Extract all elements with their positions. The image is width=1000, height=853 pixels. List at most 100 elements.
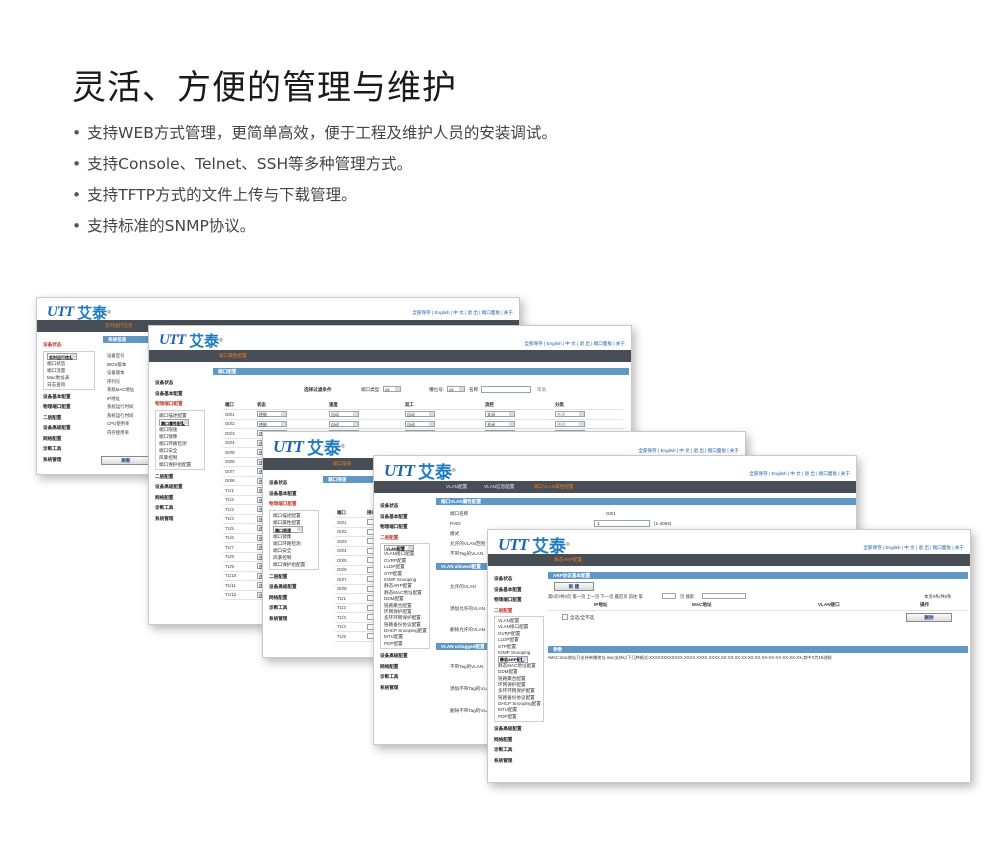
sidebar-group[interactable]: 物理端口配置 [380, 524, 408, 529]
sidebar-item[interactable]: DDM配置 [384, 596, 404, 602]
state-select[interactable]: 使能 [257, 420, 287, 427]
sidebar-item[interactable]: 静态MAC地址配置 [384, 589, 422, 595]
sidebar-group[interactable]: 二层配置 [269, 573, 288, 579]
class-select[interactable]: 普通 [555, 420, 585, 427]
sidebar-item[interactable]: Mac地址表 [47, 374, 70, 380]
sidebar-item[interactable]: 多环环网保护配置 [498, 688, 535, 694]
sidebar-group[interactable]: 设备状态 [155, 380, 174, 385]
sidebar-group-layer2[interactable]: 二层配置 [494, 607, 513, 613]
sidebar-item[interactable]: STP配置 [498, 643, 517, 649]
sidebar-group[interactable]: 设备状态 [494, 576, 513, 581]
sidebar-item[interactable]: 端口状态 [47, 360, 66, 366]
sidebar-item[interactable]: 日志查询 [47, 381, 66, 387]
sidebar-item[interactable]: 端口安全 [159, 447, 178, 453]
speed-select[interactable]: 自动 [329, 411, 359, 418]
class-select[interactable]: 普通 [555, 411, 585, 418]
sidebar-group[interactable]: 网络配置 [43, 435, 62, 441]
sidebar-group[interactable]: 系统管理 [494, 757, 513, 763]
sidebar-item[interactable]: VLAN接口配置 [384, 551, 415, 557]
page-input[interactable] [662, 593, 676, 599]
sidebar-item[interactable]: IGMP Snooping [384, 576, 417, 582]
pvid-input[interactable]: 1 [594, 520, 650, 527]
sidebar-item[interactable]: 环网保护配置 [384, 608, 412, 614]
sidebar-group[interactable]: 系统管理 [43, 456, 62, 462]
sidebar-item[interactable]: DDM配置 [498, 669, 518, 675]
sidebar-group[interactable]: 设备高级配置 [43, 425, 71, 430]
sidebar-item[interactable]: 端口环路检测 [159, 440, 187, 446]
port-type-select[interactable]: All [383, 386, 401, 392]
sidebar-group[interactable]: 设备高级配置 [494, 726, 522, 732]
sidebar-item[interactable]: 端口保护组配置 [273, 561, 306, 567]
sidebar-item[interactable]: GVRP配置 [384, 557, 407, 563]
nav-tab-vlan[interactable]: VLAN配置 [446, 484, 468, 489]
sidebar-group[interactable]: 设备高级配置 [269, 584, 297, 589]
new-button[interactable]: 新 建 [554, 582, 594, 591]
sidebar-group[interactable]: 系统管理 [155, 515, 174, 521]
sidebar-item[interactable]: MTU配置 [384, 634, 404, 640]
sidebar-group[interactable]: 二层配置 [155, 473, 174, 479]
top-links[interactable]: 全部保存 | English | 中 文 | 退 出 | 端口面板 | 关于 [638, 448, 739, 453]
speed-select[interactable]: 自动 [329, 420, 359, 427]
sidebar-group-status[interactable]: 设备状态 [43, 342, 62, 347]
sidebar-item[interactable]: LLDP配置 [498, 637, 519, 643]
sidebar-item[interactable]: PDP配置 [384, 640, 403, 646]
sidebar-group-layer2[interactable]: 二层配置 [380, 534, 399, 540]
nav-tab-vlan-info[interactable]: VLAN信息配置 [484, 484, 515, 489]
sidebar-group[interactable]: 设备基本配置 [155, 390, 183, 396]
sidebar-item[interactable]: 环网保护配置 [498, 681, 526, 687]
sidebar-item[interactable]: 端口安全 [273, 547, 292, 553]
delete-button[interactable]: 删除 [906, 613, 952, 622]
sidebar-group[interactable]: 二层配置 [43, 414, 62, 420]
slot-select[interactable]: All [447, 386, 465, 392]
sidebar-item[interactable]: 端口描述配置 [159, 412, 187, 418]
sidebar-item[interactable]: IGMP Snooping [498, 649, 531, 655]
sidebar-group[interactable]: 系统管理 [380, 684, 399, 690]
sidebar-item[interactable]: PDP配置 [498, 713, 517, 719]
help-link[interactable]: 帮助 [537, 387, 547, 392]
sidebar-item[interactable]: 端口镜像 [159, 433, 178, 439]
sidebar-item[interactable]: 链路聚合配置 [384, 602, 412, 608]
refresh-button[interactable]: 刷新 [101, 456, 151, 465]
sidebar-group[interactable]: 网络配置 [494, 736, 513, 742]
duplex-select[interactable]: 自动 [405, 411, 435, 418]
sidebar-group[interactable]: 网络配置 [269, 594, 288, 600]
sidebar-item[interactable]: DHCP Snooping配置 [384, 628, 427, 634]
pager-go[interactable]: 页 搜索 [680, 594, 695, 599]
top-links[interactable]: 全部保存 | English | 中 文 | 退 出 | 端口面板 | 关于 [863, 545, 964, 550]
flow-select[interactable]: 关闭 [485, 420, 515, 427]
duplex-select[interactable]: 自动 [405, 420, 435, 427]
nav-tab-realtime[interactable]: 实时运行信息 [105, 323, 133, 328]
sidebar-group[interactable]: 设备基本配置 [269, 490, 297, 496]
sidebar-group[interactable]: 网络配置 [380, 663, 399, 669]
nav-tab-static-arp[interactable]: 静态ARP配置 [554, 557, 582, 562]
sidebar-item[interactable]: 端口流量 [47, 367, 66, 373]
name-input[interactable] [481, 386, 531, 393]
sidebar-item[interactable]: GVRP配置 [498, 630, 521, 636]
nav-tab-port-attr[interactable]: 端口属性配置 [219, 353, 247, 358]
sidebar-item[interactable]: 链路备份协议配置 [384, 621, 421, 627]
sidebar-item[interactable]: 实时运行信息 [47, 352, 77, 360]
sidebar-item[interactable]: 端口属性配置 [159, 418, 189, 426]
sidebar-item[interactable]: MTU配置 [498, 707, 518, 713]
flow-select[interactable]: 关闭 [485, 411, 515, 418]
sidebar-group[interactable]: 物理端口配置 [494, 597, 522, 602]
sidebar-group[interactable]: 物理端口配置 [43, 404, 71, 409]
sidebar-item[interactable]: 端口环路检测 [273, 540, 301, 546]
sidebar-group[interactable]: 系统管理 [269, 615, 288, 621]
sidebar-item[interactable]: 静态MAC地址配置 [498, 662, 536, 668]
state-select[interactable]: 使能 [257, 411, 287, 418]
sidebar-item[interactable]: LLDP配置 [384, 564, 405, 570]
sidebar-group[interactable]: 诊断工具 [155, 505, 174, 510]
sidebar-item[interactable]: 风暴控制 [159, 454, 178, 460]
sidebar-group[interactable]: 诊断工具 [380, 674, 399, 680]
top-links[interactable]: 全部保存 | English | 中 文 | 退 出 | 端口面板 | 关于 [412, 310, 513, 315]
nav-tab-rate-limit[interactable]: 端口限速 [333, 461, 352, 466]
sidebar-item[interactable]: 链路聚合配置 [498, 675, 526, 681]
sidebar-group[interactable]: 设备状态 [380, 503, 399, 508]
sidebar-item[interactable]: 端口镜像 [273, 533, 292, 539]
sidebar-group[interactable]: 设备高级配置 [380, 653, 408, 659]
sidebar-item[interactable]: 静态ARP配置 [384, 583, 412, 589]
top-links[interactable]: 全部保存 | English | 中 文 | 退 出 | 端口面板 | 关于 [524, 341, 625, 346]
sidebar-item[interactable]: 端口限速 [159, 426, 178, 432]
sidebar-item[interactable]: VLAN配置 [384, 545, 414, 552]
